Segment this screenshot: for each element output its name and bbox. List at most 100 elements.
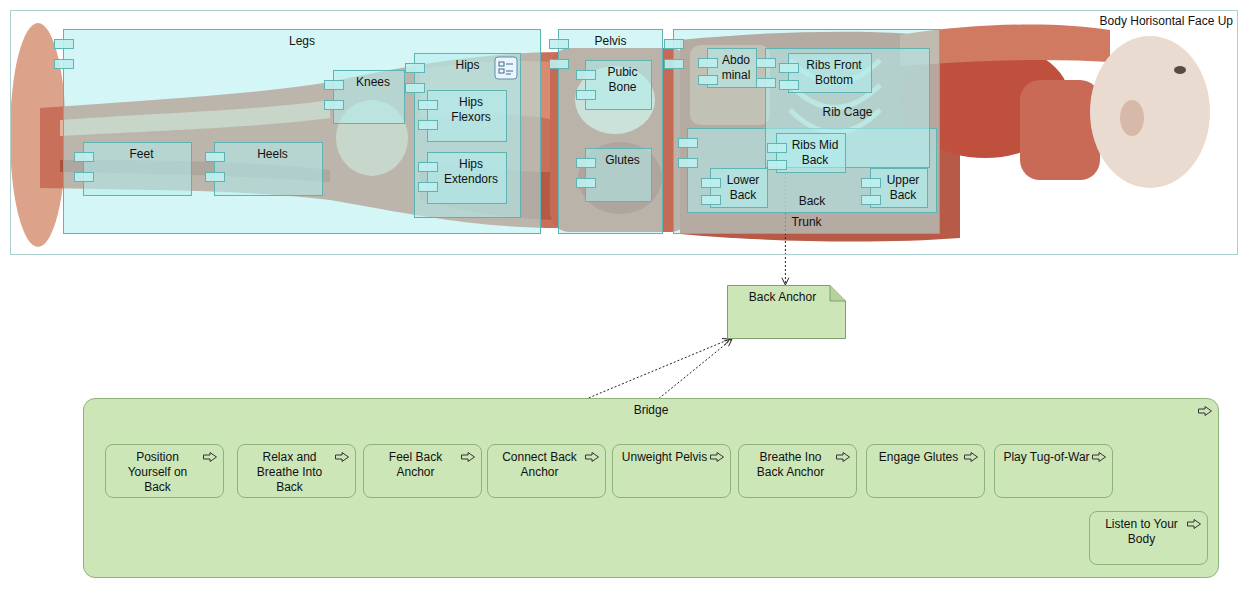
box-label: Relax and Breathe Into Back: [246, 450, 333, 495]
group-title: Bridge: [631, 403, 672, 418]
box-label: Position Yourself on Back: [114, 450, 201, 495]
process-icon-outline: [204, 453, 217, 462]
process-icon-outline: [1199, 407, 1212, 416]
group-title: Legs: [64, 34, 540, 49]
component-tab: [767, 160, 787, 170]
process-step: Feel Back Anchor: [363, 444, 482, 498]
component-tab: [698, 58, 718, 68]
component-tab: [576, 70, 596, 80]
component-tab: [418, 182, 438, 192]
component-group: HipsHips FlexorsHips Extendors: [414, 53, 521, 218]
arrow-head: [724, 339, 732, 346]
component-tab: [324, 80, 344, 90]
process-icon: [202, 451, 218, 463]
process-step: Engage Glutes: [866, 444, 985, 498]
component-group: TrunkAbdo minalRib CageRibs Front Bottom…: [673, 29, 940, 234]
component-tab: [664, 59, 684, 69]
process-step: Unweight Pelvis: [612, 444, 731, 498]
box-label: Unweight Pelvis: [621, 450, 708, 465]
component-tab: [779, 63, 799, 73]
box-label: Listen to Your Body: [1098, 517, 1185, 547]
head: [1090, 36, 1210, 188]
process-icon: [963, 451, 979, 463]
process-icon: [334, 451, 350, 463]
component-box: Ribs Mid Back: [776, 133, 846, 173]
component-tab: [418, 120, 438, 130]
box-label: Hips Flexors: [440, 95, 502, 125]
process-icon: [1197, 405, 1213, 417]
process-icon-outline: [711, 453, 724, 462]
arrow-head: [782, 278, 789, 285]
note-body: [728, 286, 846, 339]
process-icon-outline: [965, 453, 978, 462]
component-tab: [74, 152, 94, 162]
box-label: Abdo minal: [720, 53, 752, 83]
box-label: Lower Back: [723, 173, 763, 203]
view-icon-part: [495, 57, 517, 79]
component-tab: [418, 162, 438, 172]
component-tab: [324, 100, 344, 110]
component-tab: [549, 39, 569, 49]
component-tab: [549, 59, 569, 69]
component-box: Pubic Bone: [585, 60, 652, 110]
component-box: Hips Extendors: [427, 152, 507, 204]
ear: [1120, 100, 1144, 136]
component-box: Knees: [333, 70, 405, 124]
box-label: Knees: [346, 75, 400, 90]
process-icon-outline: [837, 453, 850, 462]
component-tab: [54, 39, 74, 49]
box-label: Ribs Front Bottom: [801, 58, 867, 88]
component-tab: [861, 195, 881, 205]
component-box: Upper Back: [870, 168, 928, 208]
component-tab: [698, 75, 718, 85]
component-tab: [756, 58, 776, 68]
component-tab: [701, 178, 721, 188]
image-frame: Body Horisontal Face UpLegsKneesHipsHips…: [10, 10, 1238, 255]
component-group: LegsKneesHipsHips FlexorsHips ExtendorsF…: [63, 29, 541, 234]
note-box: Back Anchor: [727, 285, 846, 339]
view-icon: [494, 56, 518, 80]
component-box: Ribs Front Bottom: [788, 53, 872, 93]
process-icon: [1186, 518, 1202, 530]
component-tab: [664, 39, 684, 49]
box-label: Breathe Ino Back Anchor: [747, 450, 834, 480]
image-ground: [10, 10, 1238, 255]
process-icon: [1091, 451, 1107, 463]
view-icon-part: [499, 62, 504, 66]
component-tab: [701, 195, 721, 205]
component-box: Abdo minal: [707, 48, 757, 88]
component-box: Heels: [214, 142, 323, 196]
component-box: Feet: [83, 142, 192, 196]
box-label: Feel Back Anchor: [372, 450, 459, 480]
box-label: Hips Extendors: [440, 157, 502, 187]
component-tab: [205, 172, 225, 182]
component-tab: [779, 80, 799, 90]
view-icon-part: [506, 64, 513, 74]
box-label: Connect Back Anchor: [496, 450, 583, 480]
box-label: Ribs Mid Back: [789, 138, 841, 168]
box-label: Upper Back: [883, 173, 923, 203]
component-tab: [576, 178, 596, 188]
box-label: Feet: [96, 147, 187, 162]
trunk: [680, 32, 960, 242]
process-step: Breathe Ino Back Anchor: [738, 444, 857, 498]
process-icon-outline: [462, 453, 475, 462]
process-group: BridgePosition Yourself on Back Relax and…: [83, 398, 1219, 578]
box-label: Back Anchor: [733, 290, 832, 305]
process-icon: [584, 451, 600, 463]
group-title: Pelvis: [559, 34, 662, 49]
component-box: Glutes: [585, 148, 652, 202]
process-icon-outline: [336, 453, 349, 462]
process-step: Position Yourself on Back: [105, 444, 224, 498]
component-tab: [405, 63, 425, 73]
component-tab: [405, 83, 425, 93]
neck: [1020, 80, 1100, 180]
component-group: PelvisPubic BoneGlutes: [558, 29, 663, 234]
eye: [1174, 66, 1186, 74]
process-icon: [709, 451, 725, 463]
process-icon-outline: [1188, 520, 1201, 529]
note-fold: [830, 286, 846, 302]
process-icon: [835, 451, 851, 463]
component-tab: [418, 100, 438, 110]
